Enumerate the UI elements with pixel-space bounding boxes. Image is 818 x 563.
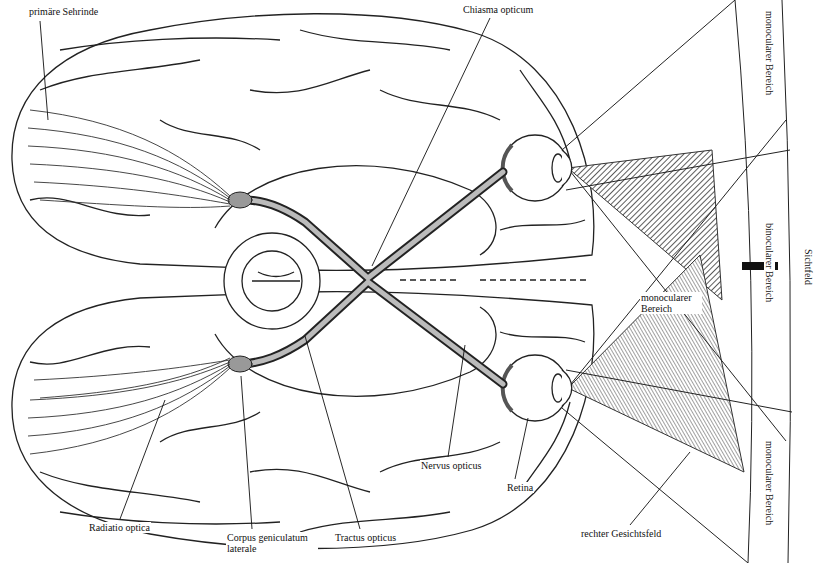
region-label: monocularer Bereich [764,10,775,96]
field-label: Sichtfeld [803,248,814,286]
part-label: primäre Sehrinde [28,6,99,17]
part-label: Corpus geniculatum laterale [226,532,318,554]
visual-field [562,0,792,563]
part-label: rechter Gesichtsfeld [580,528,662,539]
region-label: binocularer Bereich [764,222,775,303]
brain-outline [12,14,594,549]
region-label: monocularer Bereich [640,292,702,314]
part-label: Retina [506,482,534,493]
part-label: Nervus opticus [420,460,482,471]
part-label: Radiatio optica [88,522,151,533]
optic-pathway [228,172,503,384]
part-label: Tractus opticus [334,532,397,543]
region-label: monocularer Bereich [764,440,775,526]
leader-lines [40,18,690,529]
part-label: Chiasma opticum [462,4,534,15]
optic-radiation [28,110,230,454]
eyes [502,135,572,421]
